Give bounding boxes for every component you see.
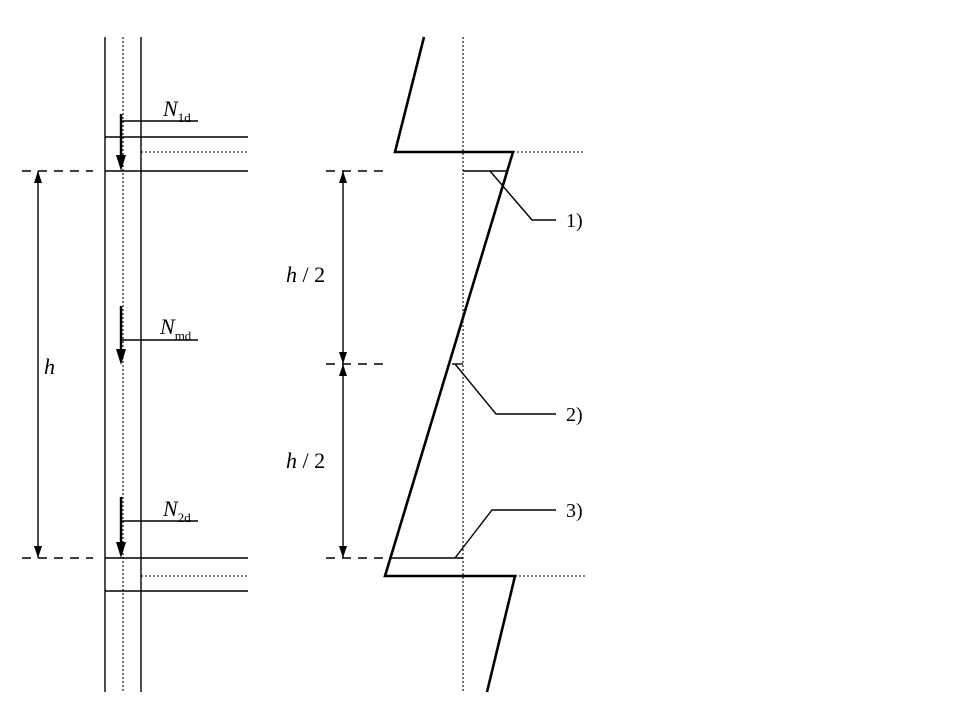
load-n1d: N1d	[116, 96, 198, 171]
load-n2d: N2d	[116, 496, 198, 558]
load-nmd-label: Nmd	[159, 314, 192, 343]
load-n2d-arrowhead	[116, 542, 126, 558]
moment-outline	[383, 36, 517, 693]
dimension-arrowhead-bottom	[34, 546, 42, 558]
half-dimension-arrowhead-middle-down	[339, 364, 347, 376]
wall-elevation: h N1d Nmd N2d	[22, 37, 248, 692]
half-dimension-arrowhead-bottom	[339, 546, 347, 558]
callout-1-label: 1)	[566, 210, 583, 232]
dimension-arrowhead-top	[34, 171, 42, 183]
callout-3-leader	[454, 509, 556, 559]
moment-diagram: h / 2 h / 2 1) 2) 3)	[286, 36, 585, 693]
half-height-label-top: h / 2	[286, 262, 325, 287]
callout-3-label: 3)	[566, 500, 583, 522]
callout-1-leader	[489, 170, 556, 221]
load-n2d-label: N2d	[162, 496, 191, 525]
load-nmd: Nmd	[116, 306, 198, 365]
callout-2-leader	[454, 363, 556, 415]
callout-2-label: 2)	[566, 404, 583, 426]
half-dimension-arrowhead-top	[339, 171, 347, 183]
load-n1d-arrowhead	[116, 155, 126, 171]
half-height-label-bottom: h / 2	[286, 448, 325, 473]
load-n1d-label: N1d	[162, 96, 191, 125]
storey-height-label: h	[44, 354, 55, 379]
load-nmd-arrowhead	[116, 349, 126, 365]
half-dimension-arrowhead-middle-up	[339, 352, 347, 364]
